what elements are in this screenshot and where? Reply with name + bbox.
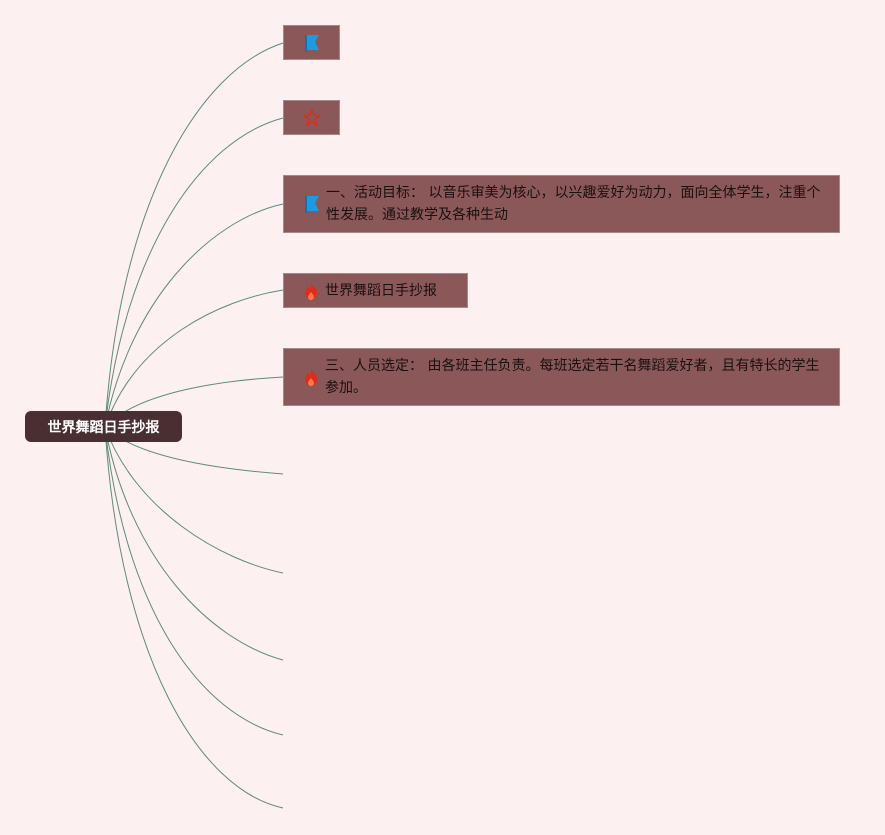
connector-7 xyxy=(104,426,284,574)
connector-1 xyxy=(104,42,284,428)
red-fire-icon xyxy=(301,367,321,387)
connector-4 xyxy=(104,289,284,428)
central-topic-label: 世界舞蹈日手抄报 xyxy=(47,419,160,436)
connector-2 xyxy=(104,117,284,428)
central-topic[interactable]: 世界舞蹈日手抄报 xyxy=(25,411,182,442)
connector-8 xyxy=(104,426,284,661)
branch-topic-5[interactable]: 三、人员选定： 由各班主任负责。每班选定若干名舞蹈爱好者，且有特长的学生参加。 xyxy=(283,348,840,406)
blue-flag-icon xyxy=(302,194,322,214)
branch-topic-3-text: 一、活动目标： 以音乐审美为核心，以兴趣爱好为动力，面向全体学生，注重个性发展。… xyxy=(326,185,821,223)
branch-topic-5-text: 三、人员选定： 由各班主任负责。每班选定若干名舞蹈爱好者，且有特长的学生参加。 xyxy=(325,358,820,396)
connector-10 xyxy=(104,426,284,809)
connector-3 xyxy=(104,203,284,428)
branch-topic-4[interactable]: 世界舞蹈日手抄报 xyxy=(283,273,468,308)
red-fire-icon xyxy=(301,281,321,301)
branch-topic-1[interactable] xyxy=(283,25,340,60)
blue-flag-icon xyxy=(302,33,322,53)
connector-9 xyxy=(104,426,284,736)
branch-topic-3[interactable]: 一、活动目标： 以音乐审美为核心，以兴趣爱好为动力，面向全体学生，注重个性发展。… xyxy=(283,175,840,233)
branch-topic-4-text: 世界舞蹈日手抄报 xyxy=(325,282,437,299)
branch-topic-2[interactable] xyxy=(283,100,340,135)
red-star-icon xyxy=(302,108,322,128)
